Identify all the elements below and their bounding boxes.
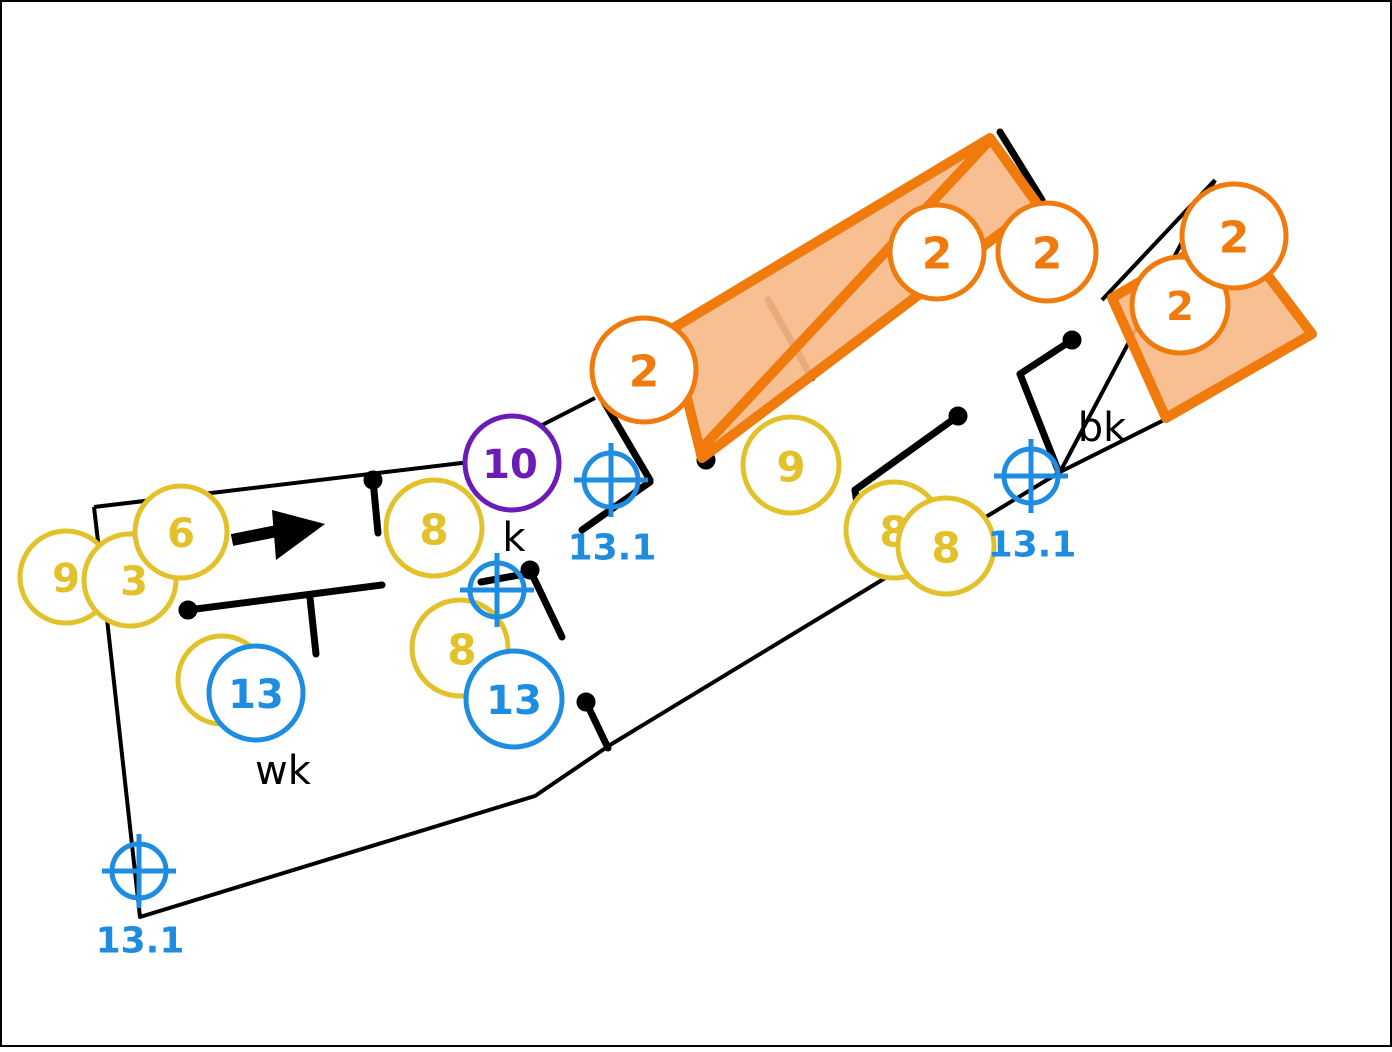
target-label-right: 13.1	[988, 525, 1077, 566]
orange-marker-e[interactable]: 2	[1179, 181, 1289, 291]
yellow-marker-eight-right-b-label: 8	[931, 524, 960, 573]
room-label-k: k	[502, 515, 526, 561]
crosshair-icon[interactable]	[460, 553, 534, 627]
yellow-marker-nine-mid[interactable]: 9	[740, 414, 842, 516]
orange-marker-d-label: 2	[1166, 284, 1194, 330]
yellow-marker-eight-center[interactable]: 8	[383, 477, 485, 579]
orange-marker-a-label: 2	[629, 347, 660, 398]
room-label-bk: bk	[1078, 405, 1127, 451]
arrow-right-icon	[230, 510, 325, 560]
yellow-marker-nine-mid-label: 9	[776, 443, 805, 492]
target-label-center: 13.1	[568, 528, 657, 569]
purple-marker-ten[interactable]: 10	[462, 413, 562, 513]
blue-marker-thirteen-center-label: 13	[486, 678, 542, 724]
yellow-marker-eight-right-b[interactable]: 8	[895, 495, 997, 597]
blue-marker-thirteen-left-label: 13	[228, 672, 284, 718]
yellow-marker-eight-low-label: 8	[447, 626, 476, 675]
room-label-wk: wk	[255, 748, 312, 794]
orange-marker-e-label: 2	[1219, 213, 1250, 264]
yellow-marker-six[interactable]: 6	[132, 483, 230, 581]
yellow-marker-six-label: 6	[167, 511, 195, 557]
blue-marker-thirteen-center[interactable]: 13	[463, 648, 565, 750]
orange-marker-b-label: 2	[922, 229, 953, 280]
crosshair-icon[interactable]	[574, 443, 648, 517]
blue-marker-thirteen-left[interactable]: 13	[206, 643, 306, 743]
orange-marker-c-label: 2	[1032, 229, 1063, 280]
target-label-left: 13.1	[96, 921, 185, 962]
yellow-marker-three-label: 3	[120, 559, 148, 605]
crosshair-icon[interactable]	[994, 439, 1068, 513]
yellow-marker-eight-center-label: 8	[419, 506, 448, 555]
orange-marker-a[interactable]: 2	[589, 315, 699, 425]
purple-marker-ten-label: 10	[482, 442, 538, 488]
crosshair-icon[interactable]	[102, 834, 176, 908]
orange-marker-c[interactable]: 2	[995, 200, 1099, 304]
orange-marker-b[interactable]: 2	[887, 202, 987, 302]
yellow-marker-nine-left-label: 9	[52, 556, 80, 602]
